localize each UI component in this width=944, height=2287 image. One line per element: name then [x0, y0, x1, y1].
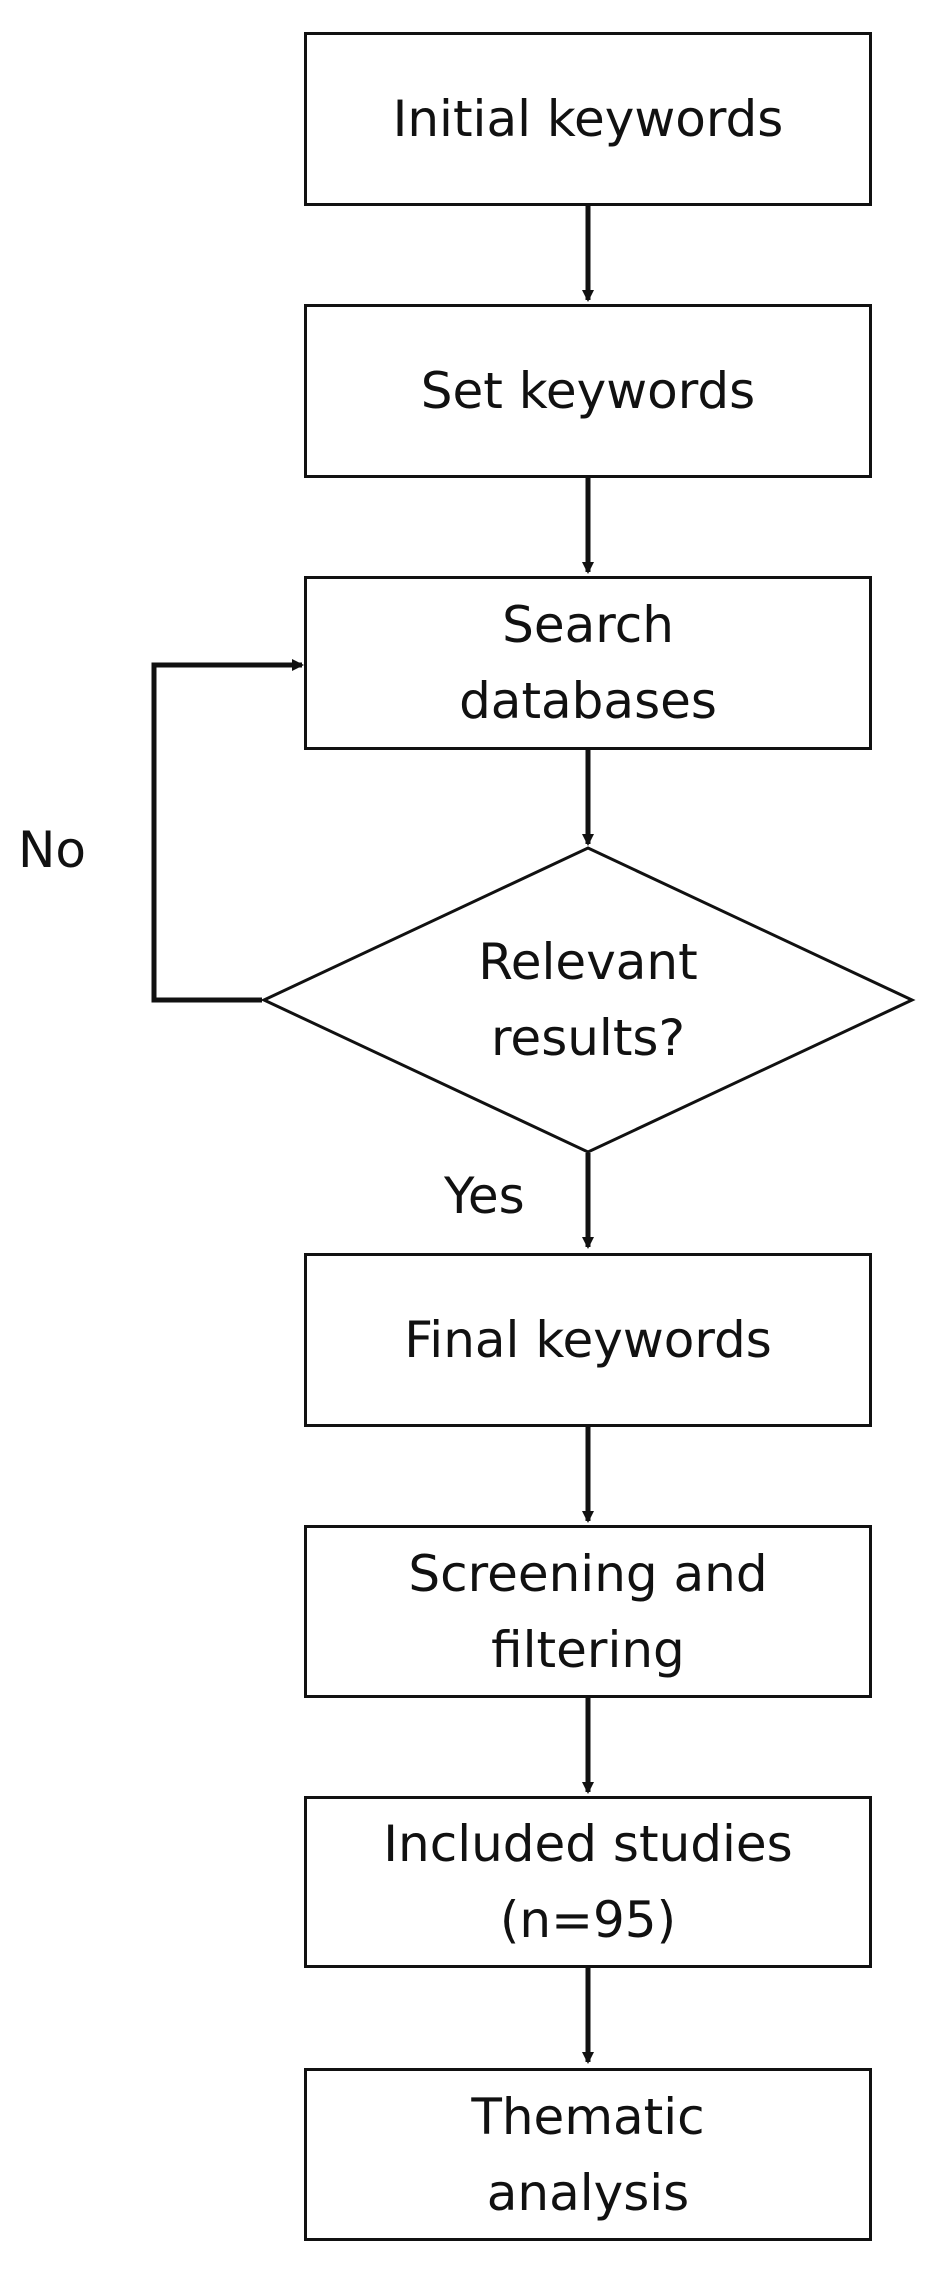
- step-search-databases-line1: Search: [502, 596, 674, 654]
- step-screening-filtering-line1: Screening and: [408, 1544, 768, 1603]
- step-search-databases-line2: databases: [459, 672, 717, 730]
- step-final-keywords: Final keywords: [304, 1253, 872, 1427]
- step-included-studies-line2: (n=95): [499, 1891, 677, 1949]
- step-included-studies-line1: Included studies: [383, 1815, 793, 1873]
- step-final-keywords-label: Final keywords: [404, 1311, 772, 1369]
- edge-label-no: No: [18, 821, 86, 879]
- step-thematic-analysis-line2: analysis: [486, 2163, 690, 2222]
- decision-relevant-results-label: Relevant results?: [380, 924, 796, 1076]
- step-thematic-analysis-line1: Thematic: [471, 2087, 705, 2146]
- step-screening-filtering: Screening and filtering: [304, 1525, 872, 1698]
- step-set-keywords: Set keywords: [304, 304, 872, 478]
- arrow-no-loop-back: [151, 659, 304, 1003]
- decision-label-line2: results?: [490, 1009, 686, 1067]
- step-thematic-analysis: Thematic analysis: [304, 2068, 872, 2241]
- edge-label-yes: Yes: [444, 1167, 525, 1225]
- decision-diamond: [260, 846, 916, 1154]
- step-set-keywords-label: Set keywords: [420, 362, 756, 420]
- step-screening-filtering-line2: filtering: [491, 1620, 685, 1679]
- decision-label-line1: Relevant: [478, 933, 698, 991]
- step-search-databases: Search databases: [304, 576, 872, 750]
- step-initial-keywords: Initial keywords: [304, 32, 872, 206]
- step-included-studies: Included studies (n=95): [304, 1796, 872, 1968]
- step-initial-keywords-label: Initial keywords: [392, 90, 784, 148]
